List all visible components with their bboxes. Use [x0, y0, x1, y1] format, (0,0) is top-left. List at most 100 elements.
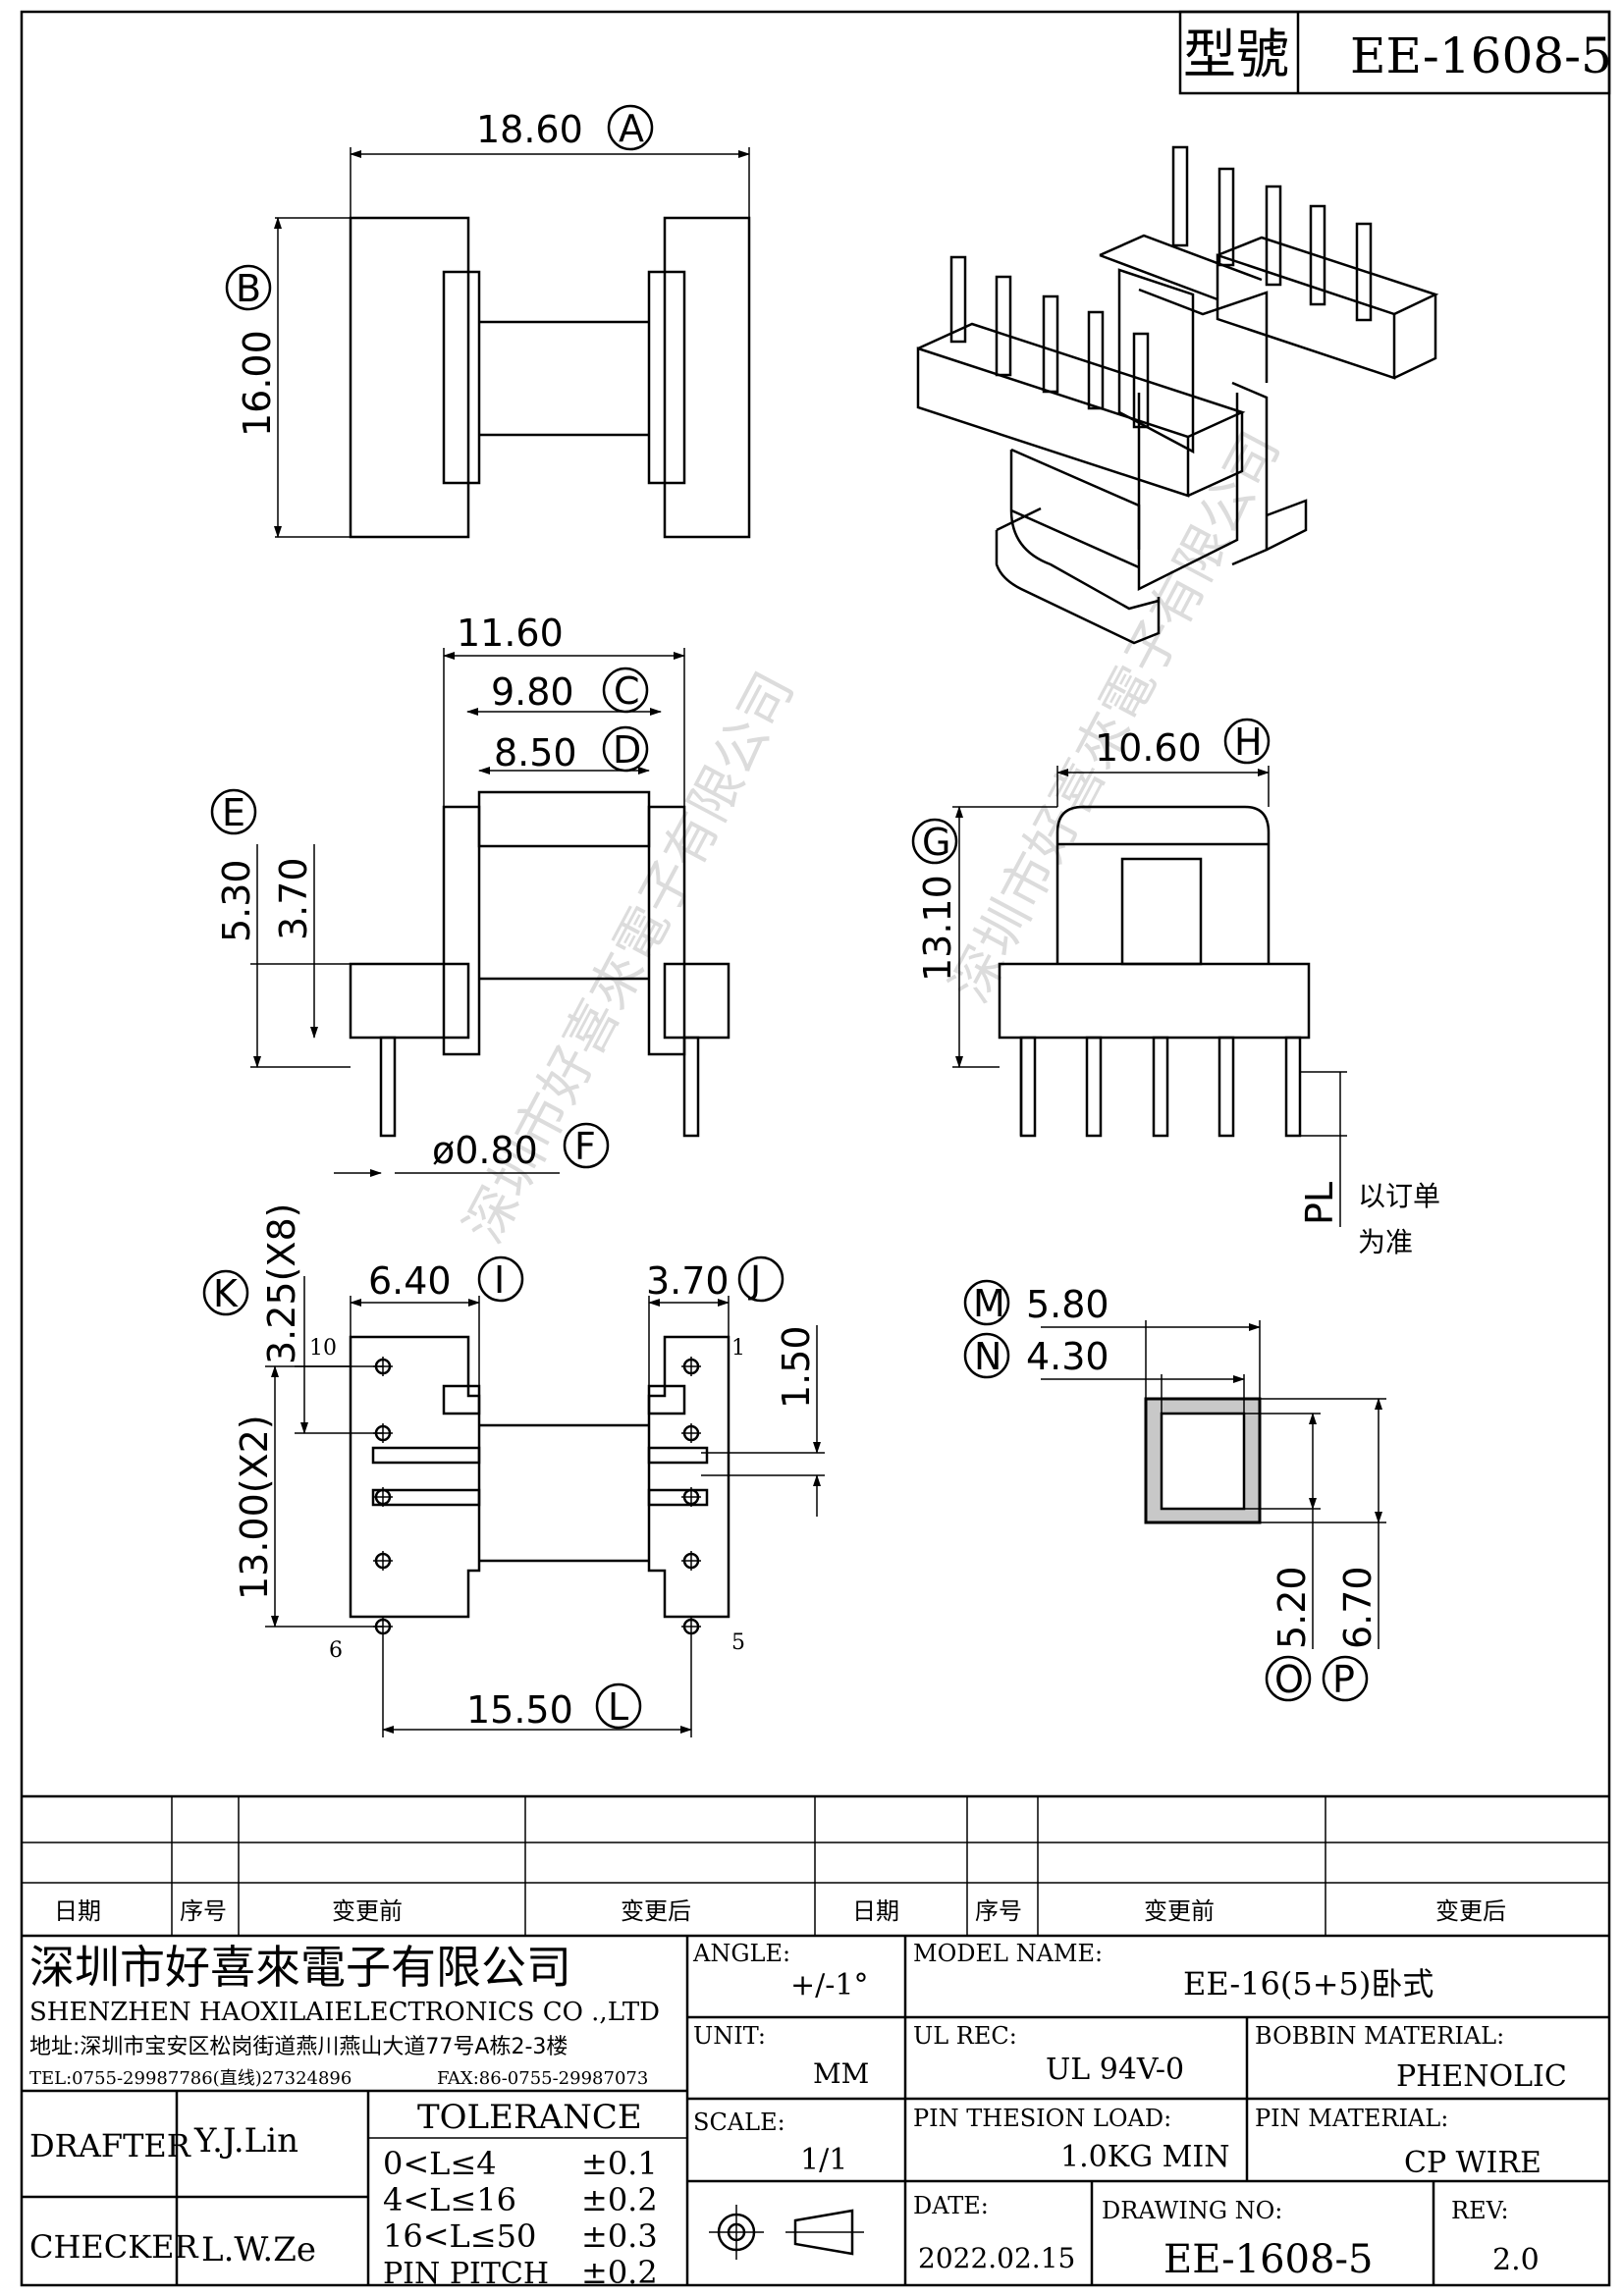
rev-header-after-1: 变更后: [621, 1897, 691, 1925]
dim-e-letter: E: [222, 791, 245, 834]
pin-holes: [373, 1357, 701, 1636]
dim-k-value: 3.25(X8): [260, 1203, 303, 1364]
dim-b-value: 16.00: [236, 330, 279, 437]
rev-header-before-2: 变更前: [1144, 1897, 1215, 1925]
bobbin-value: PHENOLIC: [1396, 2059, 1567, 2094]
rev-header-seq-1: 序号: [180, 1897, 227, 1925]
info-grid: ANGLE: +/-1° MODEL NAME: EE-16(5+5)卧式 UN…: [687, 1936, 1609, 2285]
projection-symbol: [709, 2205, 864, 2260]
angle-value: +/-1°: [790, 1968, 868, 2002]
checker-label: CHECKER: [29, 2228, 199, 2266]
unit-label: UNIT:: [693, 2022, 766, 2050]
drafter-value: Y.J.Lin: [193, 2121, 298, 2161]
dim-k-letter: K: [213, 1272, 239, 1315]
load-label: PIN THESION LOAD:: [913, 2105, 1171, 2132]
tol-range-3: 16<L≤50: [383, 2217, 536, 2255]
company-tel: TEL:0755-29987786(直线)27324896: [29, 2068, 352, 2089]
load-value: 1.0KG MIN: [1060, 2140, 1229, 2174]
dim-n-letter: N: [974, 1335, 1001, 1378]
title-block: 型號 EE-1608-5: [1178, 10, 1612, 95]
dim-b-letter: B: [236, 267, 261, 310]
drawing-value: EE-1608-5: [1163, 2237, 1373, 2282]
dim-g-letter: G: [922, 821, 950, 864]
company-fax: FAX:86-0755-29987073: [437, 2068, 648, 2089]
company-name-cn: 深圳市好喜來電子有限公司: [29, 1941, 571, 1994]
dim-c-value: 9.80: [491, 670, 574, 714]
rev-header-date-1: 日期: [54, 1897, 101, 1925]
bottom-view: 10 1 6 5 6.40 I 3.70 J 3.25(X8) K 13.00(…: [202, 1203, 825, 1737]
tol-range-1: 0<L≤4: [383, 2145, 497, 2182]
dim-m-letter: M: [973, 1282, 1005, 1325]
ul-label: UL REC:: [913, 2022, 1017, 2050]
dim-l-value: 15.50: [466, 1688, 573, 1732]
dim-o-value: 5.20: [1271, 1566, 1314, 1649]
unit-value: MM: [813, 2057, 869, 2090]
tolerance-title: TOLERANCE: [417, 2098, 642, 2137]
dim-e-value: 5.30: [215, 859, 258, 942]
title-model: EE-1608-5: [1350, 27, 1612, 84]
tolerance-block: TOLERANCE 0<L≤4 ±0.1 4<L≤16 ±0.2 16<L≤50…: [383, 2098, 658, 2291]
dim-1-50: 1.50: [775, 1325, 818, 1409]
top-view: 18.60 A 16.00 B: [225, 104, 751, 539]
dim-a-value: 18.60: [476, 108, 583, 151]
dim-l-letter: L: [608, 1685, 628, 1729]
dim-a-letter: A: [619, 107, 644, 150]
tol-range-4: PIN PITCH: [383, 2257, 549, 2291]
revision-table: 日期 序号 变更前 变更后 日期 序号 变更前 变更后: [22, 1794, 1609, 1938]
tol-range-2: 4<L≤16: [383, 2181, 516, 2218]
dim-d-letter: D: [613, 728, 641, 772]
pinmat-value: CP WIRE: [1404, 2146, 1542, 2180]
dim-m-value: 5.80: [1026, 1283, 1109, 1326]
pl-note-2: 为准: [1358, 1226, 1413, 1258]
dim-j-letter: J: [748, 1258, 761, 1302]
dim-f-value: ø0.80: [432, 1129, 538, 1172]
pin-label-10: 10: [309, 1336, 337, 1361]
dim-o-letter: O: [1274, 1658, 1304, 1701]
tol-value-2: ±0.2: [581, 2181, 658, 2218]
dim-h-value: 10.60: [1095, 726, 1202, 770]
isometric-view: [916, 145, 1439, 645]
dim-n-value: 4.30: [1026, 1335, 1109, 1378]
tol-value-4: ±0.2: [581, 2254, 658, 2291]
dim-pitch-13-00: 13.00(X2): [233, 1415, 276, 1600]
people-block: DRAFTER Y.J.Lin CHECKER L.W.Ze: [29, 2121, 316, 2269]
company-name-en: SHENZHEN HAOXILAIELECTRONICS CO .,LTD: [29, 1998, 660, 2027]
pin-label-6: 6: [329, 1638, 343, 1663]
dim-height-3-70: 3.70: [272, 857, 315, 940]
side-view: 10.60 H 13.10 G PL 以订单 为准: [911, 718, 1440, 1258]
checker-value: L.W.Ze: [201, 2230, 316, 2269]
front-view: 11.60 9.80 C 8.50 D 5.30 3.70 E ø0.80 F: [210, 612, 730, 1177]
rev-header-seq-2: 序号: [975, 1897, 1022, 1925]
scale-label: SCALE:: [693, 2109, 785, 2136]
core-section-view: 5.80 M 4.30 N 5.20 6.70 O P: [963, 1279, 1386, 1702]
dim-h-letter: H: [1234, 721, 1263, 764]
title-label: 型號: [1183, 24, 1289, 85]
drafter-label: DRAFTER: [29, 2127, 191, 2164]
bobbin-label: BOBBIN MATERIAL:: [1255, 2022, 1504, 2050]
dim-p-letter: P: [1332, 1658, 1355, 1701]
dim-p-value: 6.70: [1336, 1566, 1380, 1649]
model-value: EE-16(5+5)卧式: [1183, 1965, 1434, 2002]
drawing-label: DRAWING NO:: [1102, 2197, 1282, 2224]
pl-note-1: 以订单: [1358, 1180, 1440, 1212]
company-address: 地址:深圳市宝安区松岗街道燕川燕山大道77号A栋2-3楼: [29, 2035, 568, 2059]
date-value: 2022.02.15: [918, 2242, 1075, 2274]
dim-g-value: 13.10: [916, 875, 959, 982]
pinmat-label: PIN MATERIAL:: [1255, 2105, 1448, 2132]
tol-value-3: ±0.3: [581, 2217, 658, 2255]
sheet-border: [20, 10, 1611, 2287]
dim-width-11-60: 11.60: [457, 612, 564, 655]
rev-label: REV:: [1451, 2197, 1509, 2224]
svg-text:深圳市好喜來電子有限公司: 深圳市好喜來電子有限公司: [939, 421, 1292, 1012]
rev-header-after-2: 变更后: [1435, 1897, 1506, 1925]
dim-i-letter: I: [494, 1258, 505, 1302]
rev-value: 2.0: [1492, 2243, 1540, 2277]
company-block: 深圳市好喜來電子有限公司 SHENZHEN HAOXILAIELECTRONIC…: [29, 1941, 660, 2089]
rev-header-date-2: 日期: [852, 1897, 899, 1925]
tol-value-1: ±0.1: [581, 2145, 658, 2182]
rev-header-before-1: 变更前: [332, 1897, 403, 1925]
pin-label-1: 1: [731, 1336, 745, 1361]
date-label: DATE:: [913, 2192, 989, 2219]
dim-j-value: 3.70: [646, 1259, 730, 1303]
